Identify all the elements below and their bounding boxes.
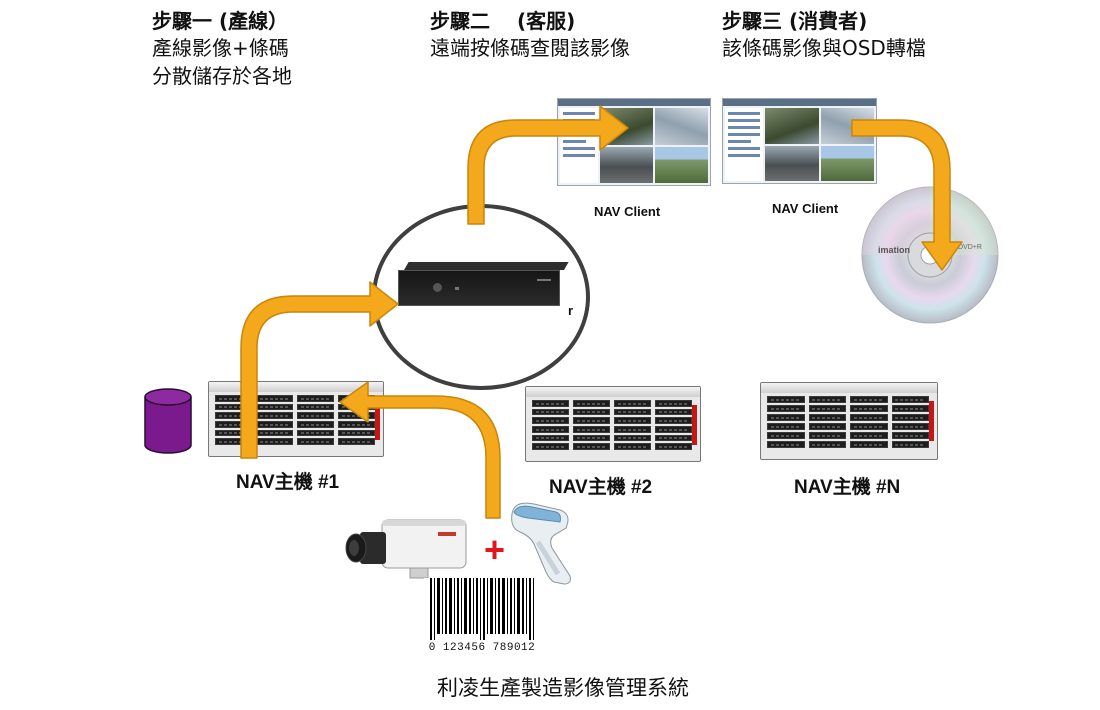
plus-sign: + [484, 529, 506, 570]
step-1-line-1: 產線影像+條碼 [152, 36, 289, 60]
step-1-line-2: 分散儲存於各地 [152, 64, 292, 88]
dvd-brand-label: imation [878, 245, 910, 255]
step-1: 步驟一 (產線） 產線影像+條碼 分散儲存於各地 [152, 8, 292, 90]
step-1-title: 步驟一 (產線） [152, 9, 289, 33]
step-3-title: 步驟三 (消費者) [722, 9, 868, 33]
nav-host-label-1: NAV主機 #1 [236, 472, 340, 493]
ip-camera-icon [345, 519, 467, 579]
nav-client-label-1: NAV Client [594, 204, 661, 219]
arrow-input-to-host1 [339, 381, 501, 519]
system-caption: 利凌生產製造影像管理系統 [437, 676, 689, 700]
barcode-scanner-icon [511, 502, 571, 585]
database-icon [144, 388, 192, 454]
network-recorder-device [398, 262, 569, 308]
central-server-label-fragment: r [568, 303, 574, 318]
step-2: 步驟二 (客服) 遠端按條碼查閱該影像 [430, 8, 630, 62]
barcode-number: 0 123456 789012 [428, 642, 536, 654]
nav-host-server-1 [208, 381, 384, 457]
nav-host-server-n [760, 382, 938, 460]
nav-host-label-n: NAV主機 #N [794, 477, 901, 498]
arrow-host1-to-recorder [240, 281, 399, 459]
nav-client-label-2: NAV Client [772, 201, 839, 216]
step-3: 步驟三 (消費者) 該條碼影像與OSD轉檔 [722, 8, 926, 62]
dvd-disc-icon: imation DVD+R [861, 186, 999, 324]
arrow-client-to-dvd [851, 119, 963, 271]
arrow-recorder-to-client [467, 105, 629, 225]
step-2-title: 步驟二 (客服) [430, 9, 576, 33]
nav-host-label-2: NAV主機 #2 [549, 477, 653, 498]
dvd-format-label: DVD+R [958, 244, 982, 251]
step-3-line-1: 該條碼影像與OSD轉檔 [722, 36, 926, 60]
nav-host-server-2 [525, 386, 701, 462]
barcode-bars [430, 578, 534, 640]
step-2-line-1: 遠端按條碼查閱該影像 [430, 36, 630, 60]
barcode: 0 123456 789012 [424, 578, 540, 660]
